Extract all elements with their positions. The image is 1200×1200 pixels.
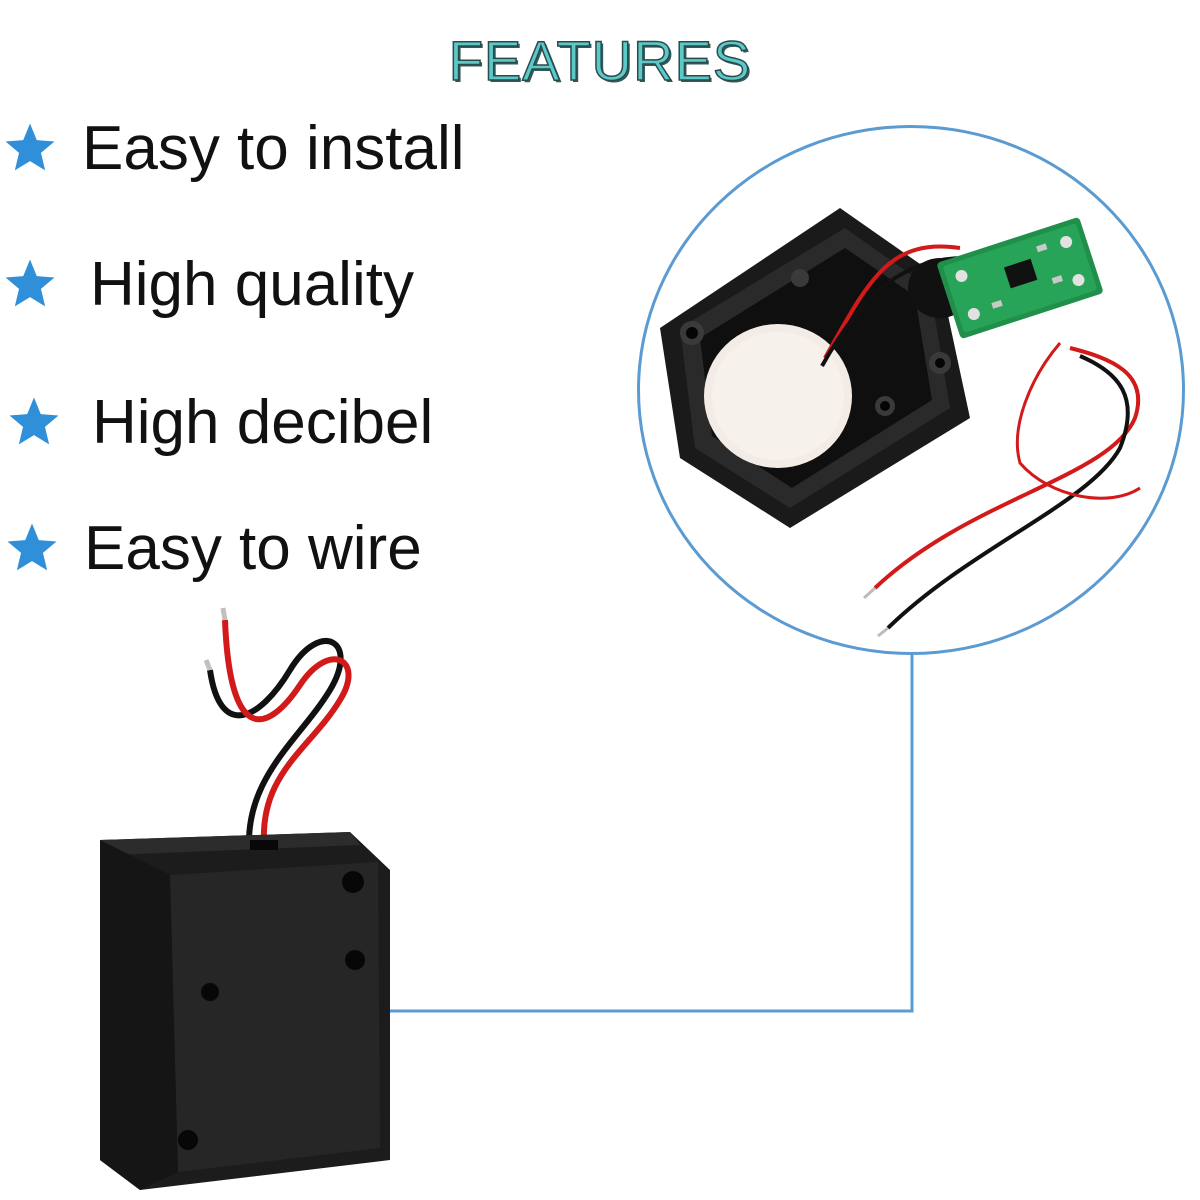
feature-label: High quality xyxy=(90,249,414,319)
feature-item: High decibel xyxy=(0,382,433,462)
star-icon xyxy=(7,523,57,571)
features-title: FEATURES xyxy=(448,28,752,93)
open-buzzer-illustration xyxy=(660,208,1141,638)
feature-label: Easy to wire xyxy=(84,513,422,583)
features-list: Easy to install High quality High decibe… xyxy=(0,0,520,600)
feature-label: Easy to install xyxy=(82,113,465,183)
star-icon xyxy=(9,397,59,445)
buzzer-product-image xyxy=(100,607,390,1190)
feature-label: High decibel xyxy=(92,387,434,457)
detail-photo xyxy=(637,125,1185,655)
feature-item: Easy to wire xyxy=(0,508,422,588)
star-icon xyxy=(5,123,55,171)
star-icon xyxy=(5,259,55,307)
feature-item: High quality xyxy=(0,244,414,324)
feature-item: Easy to install xyxy=(0,108,465,188)
